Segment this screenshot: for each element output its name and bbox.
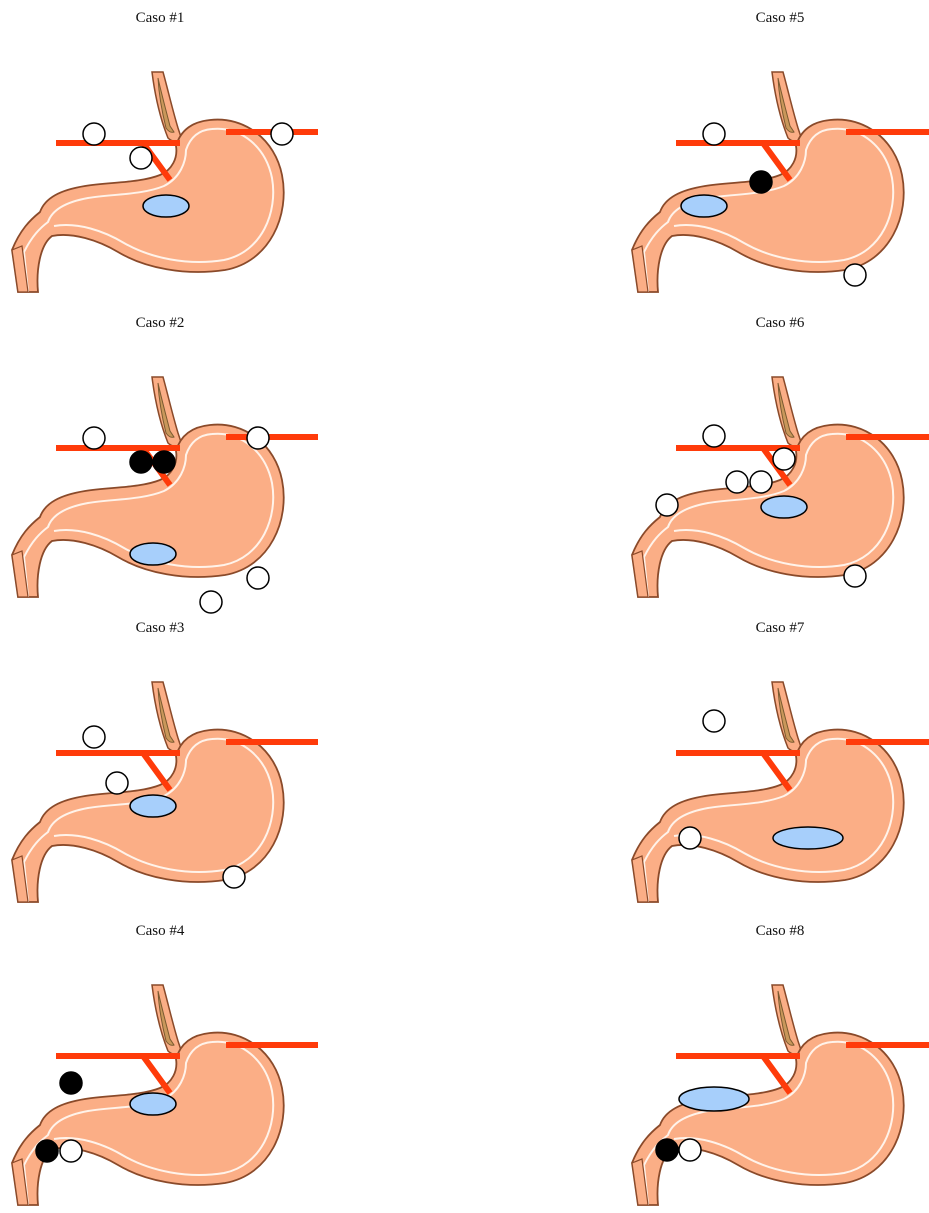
lymph-node-negative <box>750 471 772 493</box>
lymph-node-negative <box>656 494 678 516</box>
case-panel-5: Caso #5 <box>0 0 929 300</box>
tumor-lesion <box>761 496 807 518</box>
esophagus <box>772 682 802 751</box>
case-panel-8: Caso #8 <box>0 913 929 1213</box>
stomach-diagram <box>0 610 929 910</box>
stomach-group <box>632 72 929 292</box>
tumor-lesion <box>679 1087 749 1111</box>
stomach-group <box>632 682 929 902</box>
esophagus <box>772 72 802 141</box>
esophagus <box>772 985 802 1054</box>
stomach-group <box>632 377 929 597</box>
lymph-node-negative <box>679 1139 701 1161</box>
stomach-diagram <box>0 913 929 1203</box>
lymph-node-negative <box>844 264 866 286</box>
lymph-node-negative <box>703 425 725 447</box>
lymph-node-positive <box>750 171 772 193</box>
lymph-node-negative <box>844 565 866 587</box>
tumor-lesion <box>681 195 727 217</box>
lymph-node-negative <box>703 123 725 145</box>
case-panel-7: Caso #7 <box>0 610 929 910</box>
lymph-node-positive <box>656 1139 678 1161</box>
stomach-group <box>632 985 929 1205</box>
lymph-node-negative <box>679 827 701 849</box>
lymph-node-negative <box>726 471 748 493</box>
lymph-node-negative <box>773 448 795 470</box>
case-panel-6: Caso #6 <box>0 305 929 605</box>
stomach-diagram <box>0 0 929 300</box>
tumor-lesion <box>773 827 843 849</box>
esophagus <box>772 377 802 446</box>
lymph-node-negative <box>703 710 725 732</box>
stomach-diagram <box>0 305 929 605</box>
